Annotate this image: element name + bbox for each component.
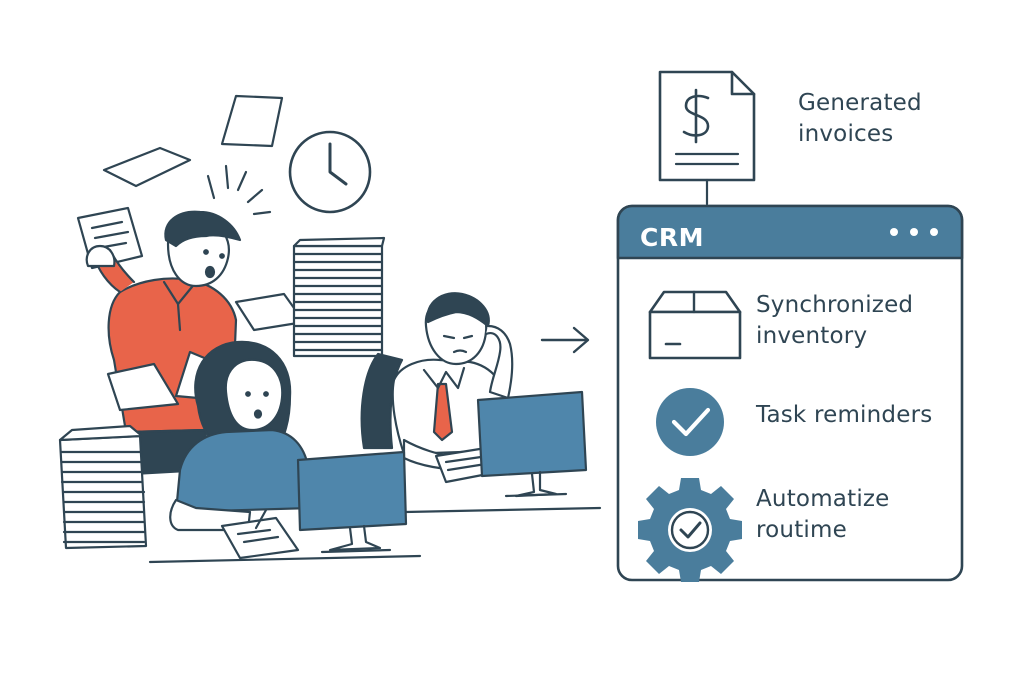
invoice-label: Generated invoices — [798, 88, 922, 150]
feature-label-line1: Automatize — [756, 486, 890, 512]
invoice-label-line2: invoices — [798, 121, 894, 147]
paper-stack — [292, 236, 386, 358]
feature-label-line1: Synchronized — [756, 292, 914, 318]
crm-title: CRM — [640, 223, 704, 252]
arrow-right-icon — [540, 326, 590, 354]
feature-label-line2: inventory — [756, 323, 868, 349]
inventory-box-icon — [648, 290, 742, 360]
stress-lines — [206, 164, 272, 216]
check-circle-icon — [656, 388, 724, 456]
feature-label-reminders: Task reminders — [756, 400, 932, 431]
feature-label-line2: routime — [756, 517, 847, 543]
monitor-icon — [476, 390, 588, 498]
feature-label-line1: Task reminders — [756, 402, 933, 428]
clock-icon — [288, 130, 372, 214]
invoice-label-line1: Generated — [798, 90, 922, 116]
stressed-woman — [169, 340, 314, 560]
feature-label-automatize: Automatize routime — [756, 484, 890, 546]
monitor-icon — [296, 450, 408, 554]
feature-label-inventory: Synchronized inventory — [756, 290, 913, 352]
paper-stack — [58, 424, 148, 550]
flying-paper-icon — [220, 94, 284, 148]
flying-paper-icon — [102, 146, 192, 188]
invoice-document-icon — [658, 70, 756, 206]
gear-check-icon — [638, 478, 742, 582]
